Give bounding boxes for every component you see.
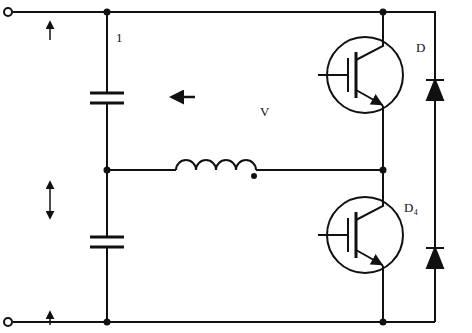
arrows [50,22,195,325]
diode-symbol [426,80,444,102]
igbt-symbol [318,197,403,273]
diode-symbol [426,248,444,270]
part-label: D₄ [402,200,420,215]
part-label: D [414,40,427,55]
terminal [4,8,12,16]
terminal [4,318,12,326]
part-label: V [258,104,271,119]
igbt-symbol [318,37,403,113]
wires [13,12,435,322]
junction-dots [104,9,387,326]
capacitor-symbol [90,237,124,247]
capacitor-symbol [90,93,124,103]
part-label: 1 [114,30,125,45]
inductor-symbol [176,160,256,170]
